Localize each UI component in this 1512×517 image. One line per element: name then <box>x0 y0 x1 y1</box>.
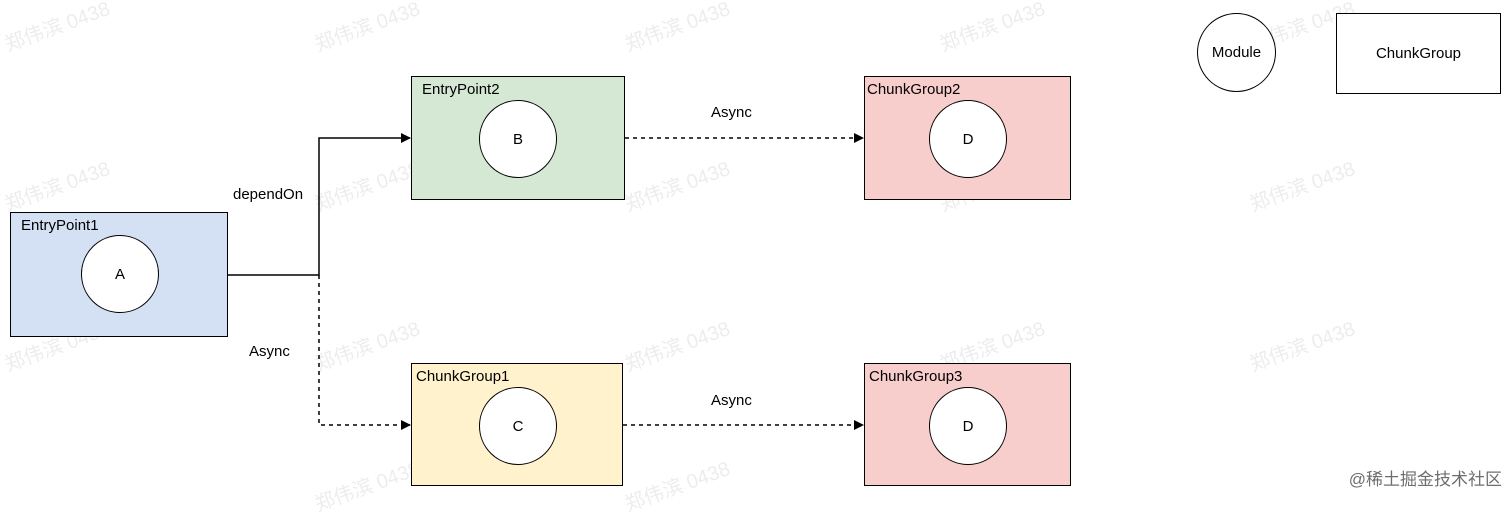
module-a: A <box>81 235 159 313</box>
module-c: C <box>479 387 557 465</box>
group-entrypoint1-label: EntryPoint1 <box>21 217 99 234</box>
edge-label-async-entry1-cg1: Async <box>249 343 290 360</box>
group-chunkgroup1: ChunkGroup1 C <box>411 363 623 486</box>
module-d-top: D <box>929 100 1007 178</box>
group-entrypoint1: EntryPoint1 A <box>10 212 228 337</box>
legend-chunkgroup: ChunkGroup <box>1336 13 1501 94</box>
edge-label-depend-on: dependOn <box>233 186 304 203</box>
group-chunkgroup2-label: ChunkGroup2 <box>867 81 961 98</box>
module-d-bottom: D <box>929 387 1007 465</box>
edge-async-entry1-cg1 <box>318 275 411 430</box>
connectors <box>228 133 864 430</box>
edge-depend-on <box>228 133 411 276</box>
group-chunkgroup3: ChunkGroup3 D <box>864 363 1071 486</box>
group-entrypoint2: EntryPoint2 B <box>411 76 625 200</box>
group-chunkgroup3-label: ChunkGroup3 <box>869 368 963 385</box>
group-chunkgroup1-label: ChunkGroup1 <box>416 368 510 385</box>
module-b: B <box>479 100 557 178</box>
footer-credit: @稀土掘金技术社区 <box>1348 470 1502 489</box>
group-entrypoint2-label: EntryPoint2 <box>422 81 500 98</box>
group-chunkgroup2: ChunkGroup2 D <box>864 76 1071 200</box>
legend-module: Module <box>1197 13 1276 92</box>
edge-label-async-cg1-cg3: Async <box>711 392 752 409</box>
edge-label-async-entry2-cg2: Async <box>711 104 752 121</box>
